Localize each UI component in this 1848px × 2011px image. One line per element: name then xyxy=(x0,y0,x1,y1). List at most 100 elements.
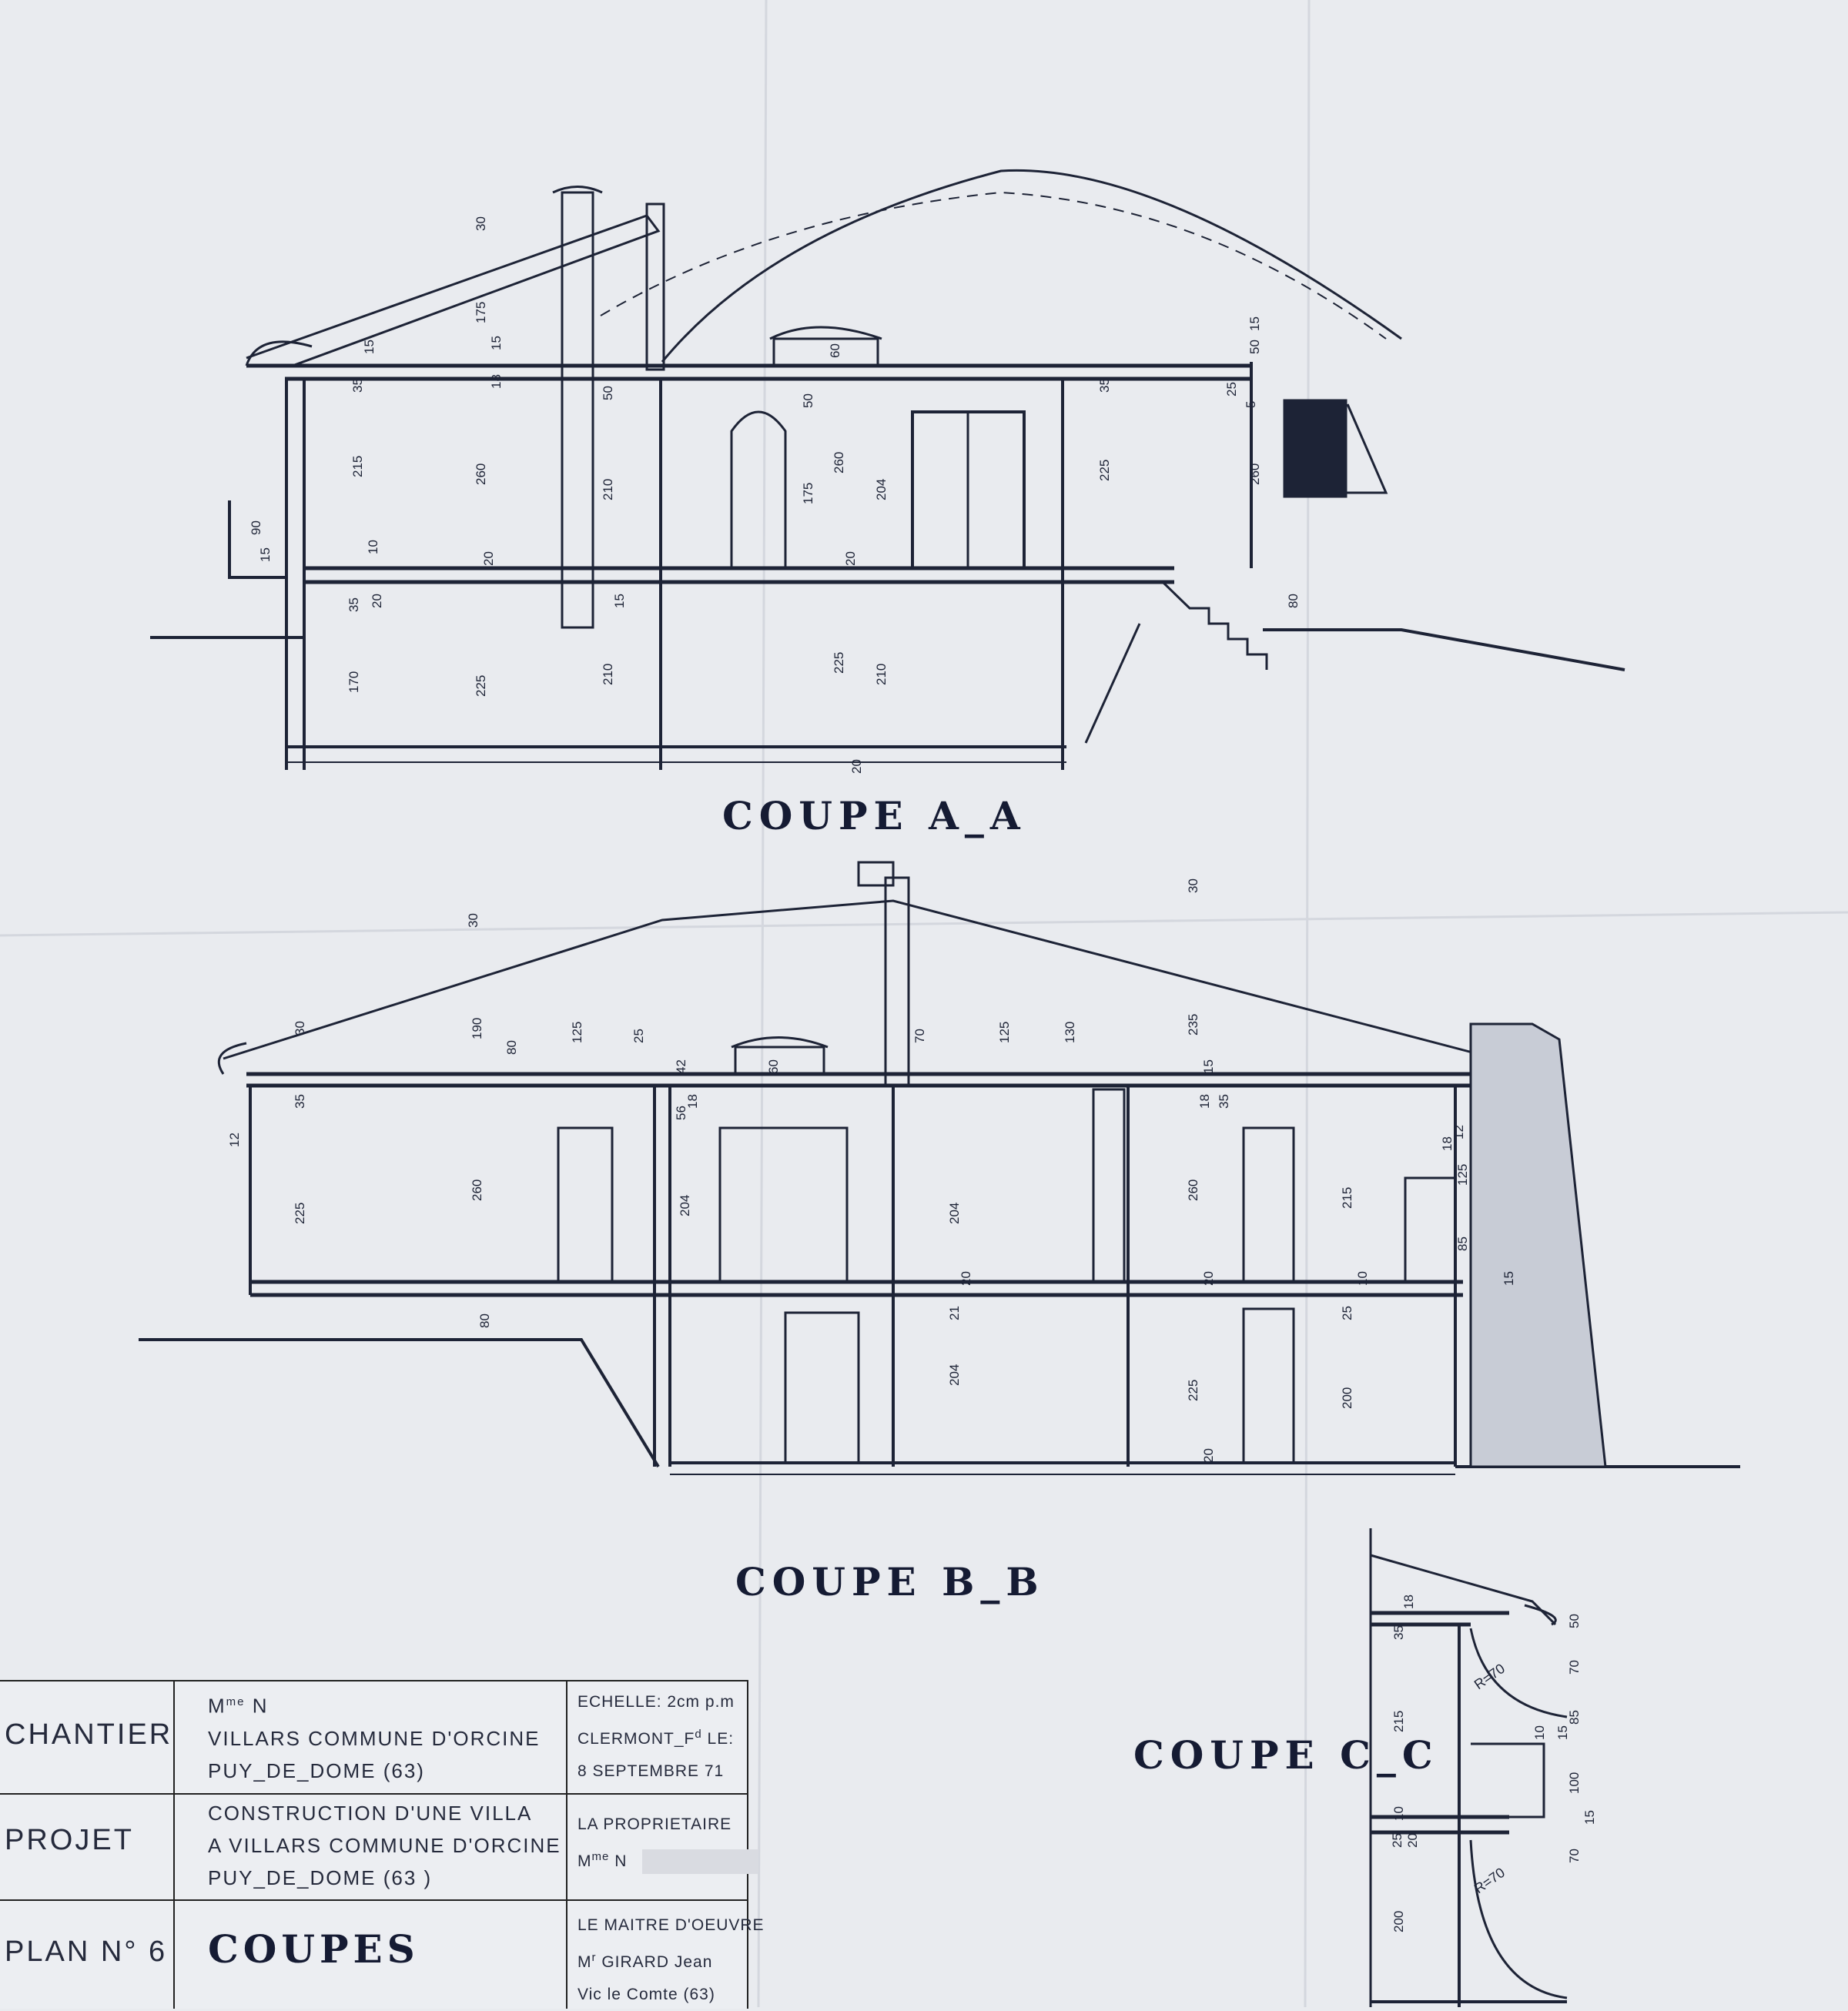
dimension-label: 80 xyxy=(477,1313,492,1328)
dimension-label: 15 xyxy=(1502,1271,1516,1286)
dimension-label: 260 xyxy=(474,463,488,485)
projet-line-2: A VILLARS COMMUNE D'ORCINE xyxy=(208,1834,561,1857)
dimension-label: 125 xyxy=(997,1022,1012,1043)
dimension-label: 56 xyxy=(674,1106,688,1120)
dimension-label: 200 xyxy=(1391,1911,1406,1932)
dimension-label: 15 xyxy=(1555,1725,1570,1740)
dimension-label: 30 xyxy=(1186,878,1200,893)
dimension-label: 18 xyxy=(1197,1094,1212,1109)
dimension-label: 60 xyxy=(766,1059,781,1074)
dimension-label: 260 xyxy=(832,452,846,473)
projet-line-1: CONSTRUCTION D'UNE VILLA xyxy=(208,1802,533,1825)
architect-label: LE MAITRE D'OEUVRE xyxy=(578,1916,765,1934)
chantier-client-initial: N xyxy=(252,1694,269,1718)
dimension-label: 15 xyxy=(1201,1059,1216,1074)
dimension-label: 215 xyxy=(350,456,365,477)
dimension-label: 100 xyxy=(1567,1772,1582,1794)
dimension-label: 20 xyxy=(959,1271,973,1286)
section-bb-drawing xyxy=(139,861,1740,1475)
dimension-label: 30 xyxy=(466,913,480,928)
dimension-label: 85 xyxy=(1567,1710,1582,1725)
dimension-label: 10 xyxy=(1532,1725,1547,1740)
dimension-label: 35 xyxy=(1097,378,1112,393)
dimension-label: 25 xyxy=(631,1029,646,1043)
dimension-label: 70 xyxy=(1567,1849,1582,1863)
architect-city: Vic le Comte (63) xyxy=(578,1986,715,2003)
dimension-label: 21 xyxy=(947,1306,962,1320)
dimension-label: 260 xyxy=(1247,463,1262,485)
projet-label: PROJET xyxy=(5,1824,134,1856)
dimension-label: 215 xyxy=(1340,1187,1354,1209)
dimension-label: 50 xyxy=(1247,340,1262,354)
dimension-label: 5 xyxy=(1244,401,1258,408)
title-block: CHANTIER Mme N VILLARS COMMUNE D'ORCINE … xyxy=(0,1680,764,2009)
chantier-department: PUY_DE_DOME (63) xyxy=(208,1758,425,1782)
dimension-label: 20 xyxy=(1405,1833,1420,1848)
dimension-label: 80 xyxy=(1286,594,1301,608)
architect-prefix: M xyxy=(578,1953,592,1971)
dimension-label: 30 xyxy=(293,1021,307,1036)
dimension-label: 170 xyxy=(346,671,361,693)
place-prefix: CLERMONT_F xyxy=(578,1730,695,1748)
architect-sup: r xyxy=(591,1951,597,1964)
chantier-client-sup: me xyxy=(226,1695,246,1708)
dimension-label: 80 xyxy=(504,1040,519,1055)
dimension-label: 15 xyxy=(258,547,273,562)
dimension-label: 20 xyxy=(1201,1448,1216,1463)
dimension-label: 70 xyxy=(1567,1660,1582,1675)
dimension-label: 10 xyxy=(366,540,380,554)
dimension-label: 225 xyxy=(474,675,488,697)
dimension-label: 35 xyxy=(346,597,361,612)
architect-name: Mr GIRARD Jean xyxy=(578,1942,765,1979)
section-title-cc: COUPE C_C xyxy=(1133,1732,1439,1778)
dimension-label: 18 xyxy=(1440,1136,1455,1151)
dimension-label: 12 xyxy=(227,1133,242,1147)
dimension-label: 90 xyxy=(249,520,263,535)
dimension-label: 50 xyxy=(801,393,815,408)
dimension-label: 20 xyxy=(1201,1271,1216,1286)
dimension-label: 15 xyxy=(489,336,504,350)
dimension-label: 30 xyxy=(474,216,488,231)
dimension-label: 50 xyxy=(1567,1614,1582,1628)
dimension-label: 210 xyxy=(874,664,889,685)
dimension-label: 25 xyxy=(1224,382,1239,397)
chantier-client-prefix: M xyxy=(208,1694,226,1718)
dimension-label: 20 xyxy=(843,551,858,566)
chantier-label: CHANTIER xyxy=(5,1718,173,1751)
dimension-label: 35 xyxy=(1217,1094,1231,1109)
dimension-label: 20 xyxy=(849,759,864,774)
dimension-label: 215 xyxy=(1391,1711,1406,1732)
dimension-label: 18 xyxy=(685,1094,700,1109)
dimension-label: 225 xyxy=(1097,460,1112,481)
place-suffix: LE: xyxy=(701,1730,735,1748)
redaction-box xyxy=(642,1849,758,1875)
owner-name: Mme N xyxy=(578,1841,758,1878)
dimension-label: 42 xyxy=(674,1059,688,1074)
owner-label: LA PROPRIETAIRE xyxy=(578,1815,732,1833)
dimension-label: 130 xyxy=(1063,1022,1077,1043)
owner-info: LA PROPRIETAIRE Mme N xyxy=(578,1809,758,1878)
dimension-label: 204 xyxy=(947,1203,962,1224)
dimension-label: 15 xyxy=(362,340,377,354)
dimension-label: 225 xyxy=(832,652,846,674)
chantier-client: Mme N xyxy=(208,1686,540,1722)
dimension-label: 225 xyxy=(293,1203,307,1224)
section-title-aa: COUPE A_A xyxy=(722,793,1026,838)
place-sup: d xyxy=(695,1728,702,1741)
plan-name: COUPES xyxy=(208,1926,420,1972)
dimension-label: 204 xyxy=(678,1195,692,1216)
dimension-label: 35 xyxy=(350,378,365,393)
dimension-label: 18 xyxy=(1401,1594,1416,1609)
projet-details: CONSTRUCTION D'UNE VILLA A VILLARS COMMU… xyxy=(208,1797,561,1894)
section-aa-drawing xyxy=(150,169,1625,770)
dimension-label: 70 xyxy=(912,1029,927,1043)
dimension-label: 210 xyxy=(601,479,615,500)
dimension-label: 15 xyxy=(612,594,627,608)
owner-prefix: M xyxy=(578,1852,592,1870)
radius-label: R=70 xyxy=(1471,1865,1508,1896)
dimension-label: 225 xyxy=(1186,1380,1200,1401)
